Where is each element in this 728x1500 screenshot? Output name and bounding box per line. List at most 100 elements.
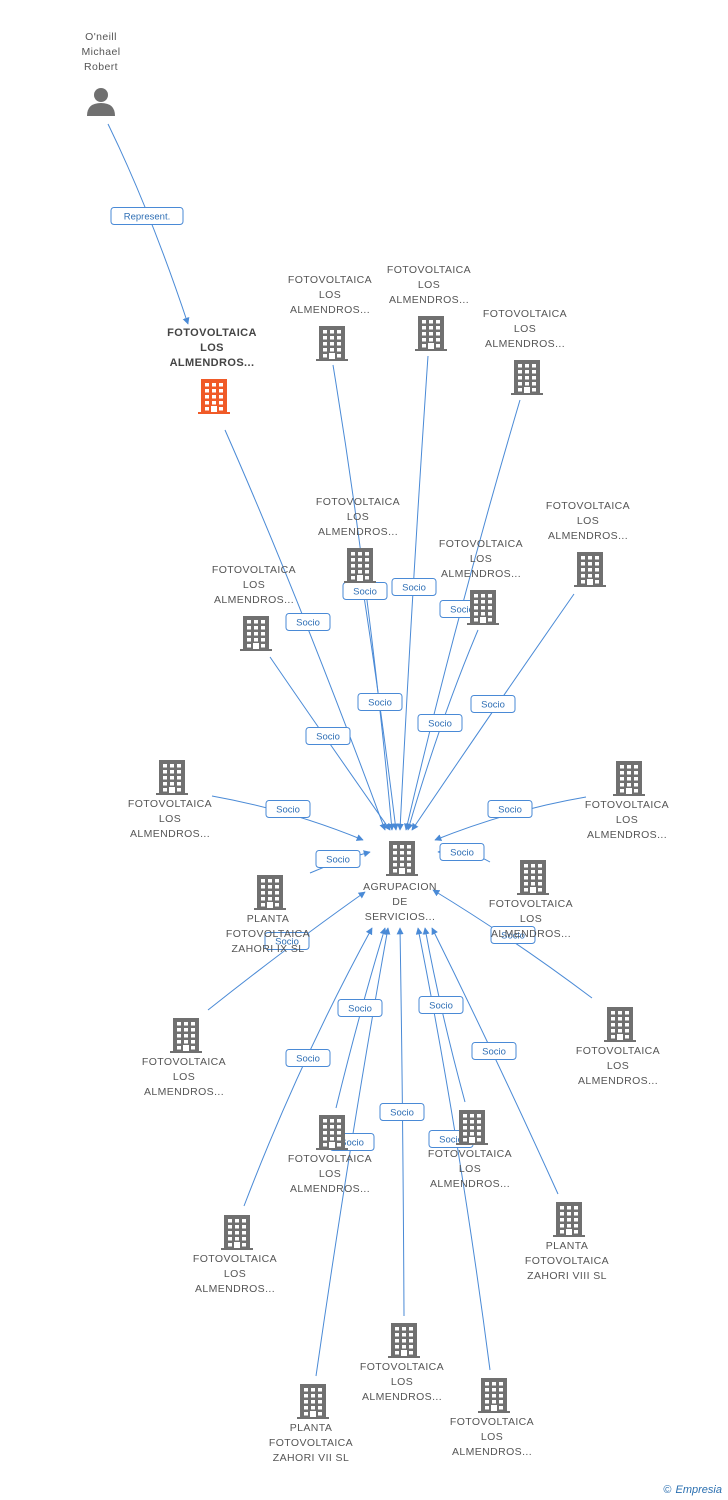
edge-label[interactable]: Socio bbox=[379, 1103, 425, 1121]
node-label-line: FOTOVOLTAICA bbox=[428, 1148, 512, 1160]
edge-label[interactable]: Socio bbox=[417, 714, 463, 732]
edge-label-text: Socio bbox=[428, 719, 452, 730]
edge-label[interactable]: Represent. bbox=[110, 207, 184, 225]
node-label-line: ALMENDROS... bbox=[130, 828, 210, 840]
node-label-line: LOS bbox=[173, 1071, 195, 1083]
edge-label[interactable]: Socio bbox=[470, 695, 516, 713]
footer-brand[interactable]: ©Empresia bbox=[663, 1484, 722, 1496]
edge-label-text: Socio bbox=[368, 698, 392, 709]
edge-label[interactable]: Socio bbox=[265, 800, 311, 818]
edge-label[interactable]: Socio bbox=[418, 996, 464, 1014]
node-label-line: FOTOVOLTAICA bbox=[167, 327, 257, 339]
edge-label[interactable]: Socio bbox=[391, 578, 437, 596]
edge-label-text: Socio bbox=[450, 848, 474, 859]
brand-name: Empresia bbox=[675, 1484, 722, 1496]
building-icon bbox=[574, 552, 606, 587]
edge-label[interactable]: Socio bbox=[471, 1042, 517, 1060]
edge-label-text: Socio bbox=[276, 805, 300, 816]
edge-label-text: Socio bbox=[326, 855, 350, 866]
node-label-line: FOTOVOLTAICA bbox=[576, 1045, 660, 1057]
edge-label[interactable]: Socio bbox=[285, 1049, 331, 1067]
edge-label-box bbox=[490, 926, 536, 944]
node-label-line: ALMENDROS... bbox=[491, 928, 571, 940]
node-label-line: DE bbox=[392, 896, 407, 908]
edge-label-box bbox=[439, 843, 485, 861]
edge-label-text: Socio bbox=[340, 1138, 364, 1149]
node-label-line: FOTOVOLTAICA bbox=[212, 564, 296, 576]
building-icon bbox=[198, 379, 230, 414]
edge-label[interactable]: Socio bbox=[439, 843, 485, 861]
edge-label-text: Represent. bbox=[124, 212, 170, 223]
node-label-line: SERVICIOS... bbox=[365, 911, 436, 923]
edge-label[interactable]: Socio bbox=[342, 582, 388, 600]
node-label-line: LOS bbox=[319, 1168, 341, 1180]
node-label-line: FOTOVOLTAICA bbox=[269, 1437, 353, 1449]
building-icon bbox=[511, 360, 543, 395]
edge-label[interactable]: Socio bbox=[264, 932, 310, 950]
node-label-line: FOTOVOLTAICA bbox=[288, 274, 372, 286]
edge-label-text: Socio bbox=[353, 587, 377, 598]
edge-label[interactable]: Socio bbox=[285, 613, 331, 631]
node-label-line: ALMENDROS... bbox=[441, 568, 521, 580]
building-icon bbox=[467, 590, 499, 625]
node-label-line: PLANTA bbox=[290, 1422, 332, 1434]
edge-label-text: Socio bbox=[296, 1054, 320, 1065]
building-icon bbox=[170, 1018, 202, 1053]
edge-label[interactable]: Socio bbox=[305, 727, 351, 745]
copyright-symbol: © bbox=[663, 1484, 672, 1496]
edge-label[interactable]: Socio bbox=[357, 693, 403, 711]
edge-label[interactable]: Socio bbox=[315, 850, 361, 868]
edge-label-box bbox=[337, 999, 383, 1017]
node-label-line: FOTOVOLTAICA bbox=[546, 500, 630, 512]
building-icon bbox=[221, 1215, 253, 1250]
edge-label[interactable]: Socio bbox=[487, 800, 533, 818]
node-label-line: ALMENDROS... bbox=[389, 294, 469, 306]
edge-label-box bbox=[265, 800, 311, 818]
edge-label-text: Socio bbox=[402, 583, 426, 594]
edge-label[interactable]: Socio bbox=[337, 999, 383, 1017]
edge-label[interactable]: Socio bbox=[490, 926, 536, 944]
node-label-line: FOTOVOLTAICA bbox=[483, 308, 567, 320]
node-label-line: ALMENDROS... bbox=[144, 1086, 224, 1098]
node-label-line: LOS bbox=[607, 1060, 629, 1072]
node-label-line: LOS bbox=[481, 1431, 503, 1443]
edge-label-box bbox=[315, 850, 361, 868]
node-label-line: FOTOVOLTAICA bbox=[525, 1255, 609, 1267]
node-label-line: LOS bbox=[577, 515, 599, 527]
building-icon bbox=[297, 1384, 329, 1419]
node-label-line: ALMENDROS... bbox=[214, 594, 294, 606]
edge-label-text: Socio bbox=[296, 618, 320, 629]
